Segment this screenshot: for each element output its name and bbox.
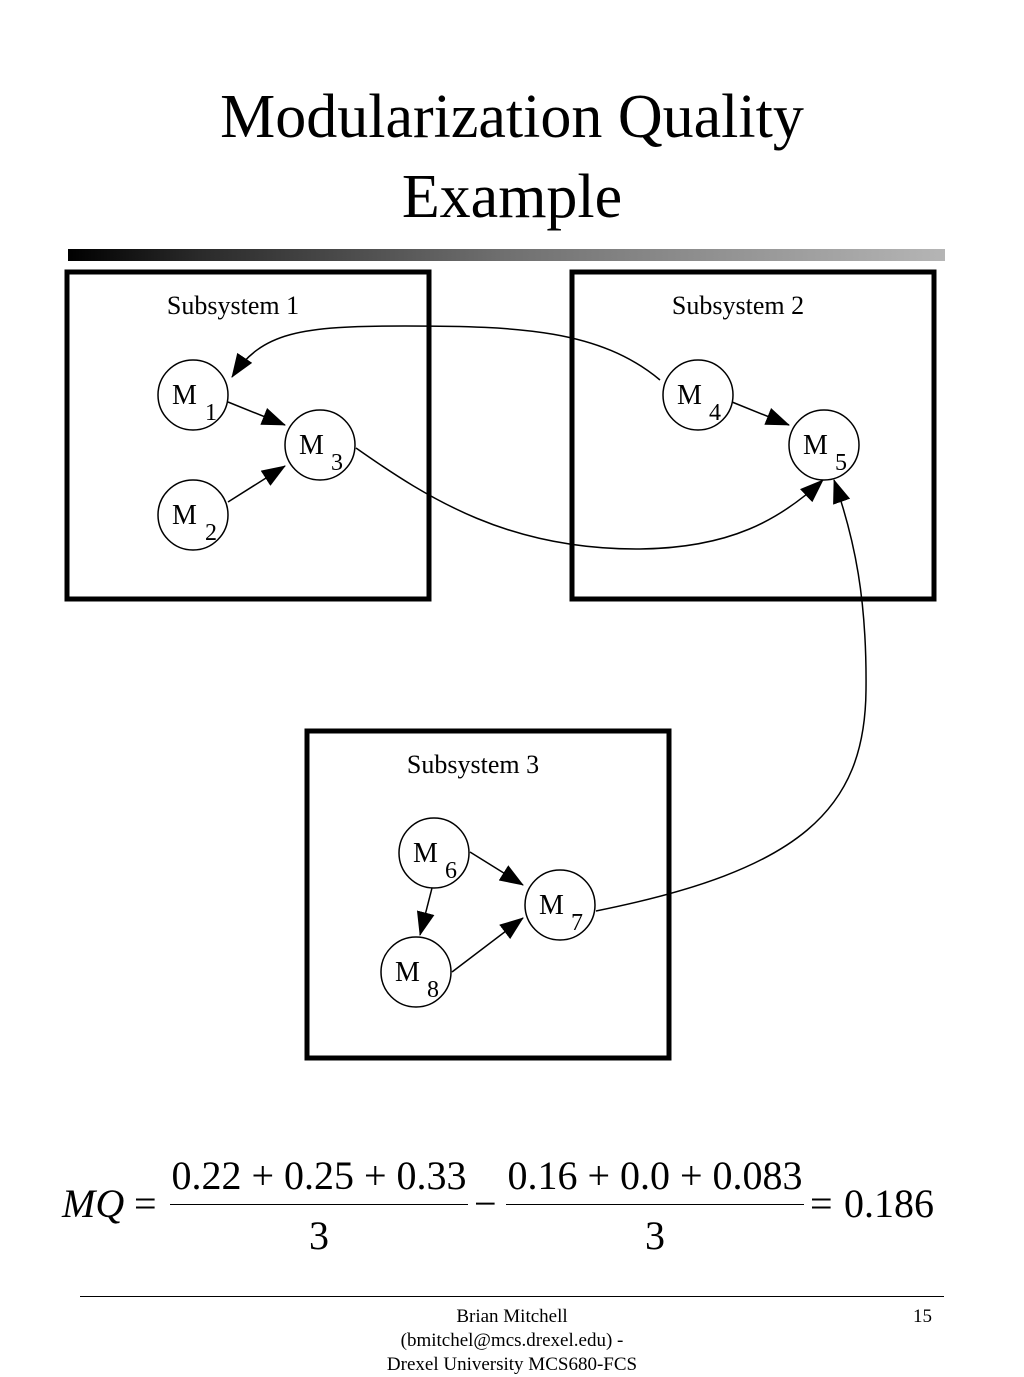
module-m8: M 8	[380, 936, 452, 1008]
subsystem-1-box	[64, 269, 432, 602]
module-letter: M	[677, 380, 702, 411]
svg-text:M 5: M 5	[803, 430, 847, 476]
module-node	[662, 359, 734, 431]
subsystem-1-label: Subsystem 1	[167, 291, 299, 320]
subsystem-2-label: Subsystem 2	[672, 291, 804, 320]
module-m3: M 3	[284, 409, 356, 481]
module-node	[398, 817, 470, 889]
svg-text:M 3: M 3	[299, 430, 343, 476]
svg-text:M 1: M 1	[172, 380, 217, 426]
slide-title-line-2: Example	[401, 163, 623, 231]
module-letter: M	[803, 430, 828, 461]
svg-text:M 4: M 4	[677, 380, 721, 426]
module-node	[380, 936, 452, 1008]
footer-author: Brian Mitchell	[456, 1306, 568, 1327]
footer-divider	[80, 1296, 944, 1297]
page-number: 15	[913, 1306, 932, 1327]
module-dependency-diagram: Subsystem 1 Subsystem 2 Subsystem 3 M 1 …	[64, 269, 937, 1061]
footer-credits: Brian Mitchell (bmitchel@mcs.drexel.edu)…	[312, 1305, 712, 1377]
formula-numerator-2: 0.16 + 0.0 + 0.083	[507, 1153, 803, 1198]
subsystem-2-box	[569, 269, 937, 602]
module-letter: M	[539, 890, 564, 921]
formula-denominator-2: 3	[645, 1213, 665, 1258]
formula-lhs: MQ	[62, 1181, 125, 1226]
module-letter: M	[413, 838, 438, 869]
module-subscript: 1	[205, 400, 217, 426]
module-subscript: 3	[331, 450, 343, 476]
edge-m8-m7	[451, 917, 524, 973]
module-letter: M	[172, 500, 197, 531]
svg-text:M 6: M 6	[413, 838, 457, 884]
module-node	[157, 479, 229, 551]
formula-equals-2: =	[810, 1181, 833, 1226]
module-letter: M	[299, 430, 324, 461]
module-node	[524, 869, 596, 941]
edge-m6-m8	[416, 887, 435, 936]
svg-text:M 8: M 8	[395, 957, 439, 1003]
module-node	[157, 359, 229, 431]
slide-title-line-1: Modularization Quality	[220, 83, 804, 151]
module-node	[788, 409, 860, 481]
edge-m6-m7	[469, 851, 524, 886]
fraction-bar-1	[170, 1204, 468, 1205]
module-letter: M	[395, 957, 420, 988]
svg-text:M 2: M 2	[172, 500, 217, 546]
module-m1: M 1	[157, 359, 229, 431]
module-subscript: 7	[571, 910, 583, 936]
module-m5: M 5	[788, 409, 860, 481]
footer-email: (bmitchel@mcs.drexel.edu) -	[400, 1330, 624, 1351]
module-m2: M 2	[157, 479, 229, 551]
module-subscript: 5	[835, 450, 847, 476]
edge-m7-m5	[595, 479, 867, 912]
module-subscript: 2	[205, 520, 217, 546]
module-subscript: 4	[709, 400, 721, 426]
formula-denominator-1: 3	[309, 1213, 329, 1258]
subsystem-3-box	[304, 728, 672, 1061]
svg-text:M 7: M 7	[539, 890, 583, 936]
module-subscript: 8	[427, 977, 439, 1003]
edge-m3-m5	[355, 447, 824, 550]
module-letter: M	[172, 380, 197, 411]
subsystem-3-label: Subsystem 3	[407, 750, 539, 779]
formula-numerator-1: 0.22 + 0.25 + 0.33	[171, 1153, 467, 1198]
edge-m4-m1	[231, 325, 661, 381]
edge-m4-m5	[731, 401, 790, 426]
formula-equals-1: =	[134, 1181, 157, 1226]
module-subscript: 6	[445, 858, 457, 884]
fraction-bar-2	[506, 1204, 804, 1205]
title-divider	[68, 249, 945, 261]
edge-m1-m3	[227, 401, 286, 426]
module-m7: M 7	[524, 869, 596, 941]
footer-affiliation: Drexel University MCS680-FCS	[386, 1354, 638, 1375]
mq-formula: MQ = 0.22 + 0.25 + 0.33 3 − 0.16 + 0.0 +…	[58, 1148, 958, 1258]
module-node	[284, 409, 356, 481]
module-m4: M 4	[662, 359, 734, 431]
formula-result: 0.186	[844, 1181, 934, 1226]
module-m6: M 6	[398, 817, 470, 889]
edge-m2-m3	[227, 465, 286, 503]
formula-minus: −	[474, 1181, 497, 1226]
